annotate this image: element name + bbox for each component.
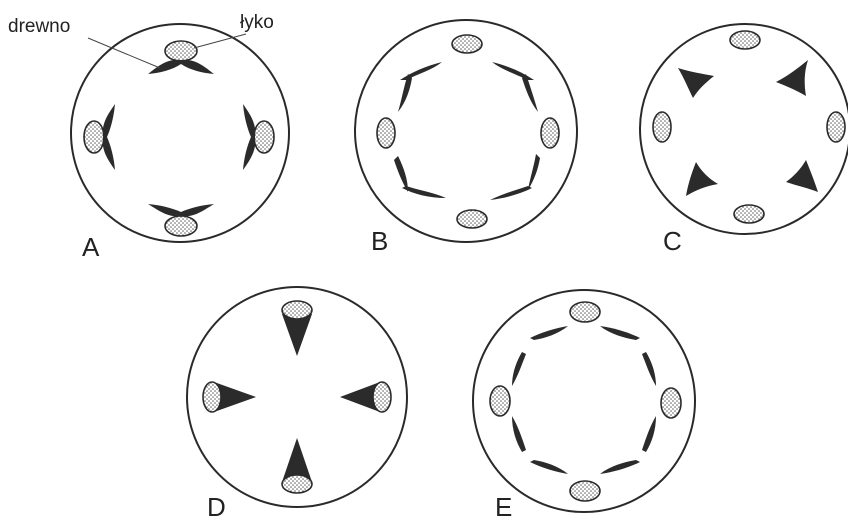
panel-d-label: D — [207, 492, 226, 517]
panel-c: C — [640, 24, 848, 256]
xylem-strand — [530, 460, 568, 474]
phloem-strand — [570, 302, 600, 322]
phloem-strand — [203, 382, 221, 412]
panel-a: drewno łyko A — [8, 12, 289, 262]
phloem-strand — [165, 41, 197, 61]
xylem-strand — [512, 352, 526, 386]
xylem-strand — [678, 68, 714, 98]
xylem-strand — [490, 186, 532, 200]
phloem-strand — [282, 475, 312, 493]
xylem-strand — [400, 62, 442, 80]
xylem-strand — [528, 154, 540, 190]
panel-e-label: E — [495, 492, 512, 517]
xylem-strand — [600, 460, 640, 474]
xylem-strand — [103, 104, 115, 170]
phloem-strand — [490, 386, 510, 416]
xylem-strand — [786, 160, 818, 192]
xylem-strand — [492, 62, 534, 80]
panel-d: D — [187, 287, 407, 517]
xylem-strand — [776, 60, 808, 96]
xylem-strand — [642, 352, 656, 386]
phloem-strand — [373, 382, 391, 412]
phloem-strand — [734, 205, 764, 223]
xylem-strand — [512, 416, 526, 452]
panel-c-label: C — [663, 226, 682, 256]
xylem-strand — [686, 162, 718, 196]
xylem-strand — [600, 326, 640, 340]
phloem-strand — [730, 31, 760, 49]
phloem-strand — [84, 121, 104, 153]
xylem-strand — [243, 104, 255, 170]
phloem-strand — [653, 112, 671, 142]
xylem-strand — [394, 156, 408, 192]
phloem-strand — [282, 301, 312, 319]
phloem-strand — [452, 35, 482, 53]
phloem-strand — [541, 118, 559, 148]
phloem-strand — [165, 216, 197, 236]
xylem-annotation: drewno — [8, 16, 70, 37]
phloem-strand — [254, 121, 274, 153]
panel-b: B — [355, 20, 577, 256]
phloem-annotation: łyko — [240, 12, 274, 33]
panel-a-label: A — [82, 232, 100, 262]
xylem-strand — [530, 326, 568, 340]
phloem-strand — [457, 210, 487, 228]
xylem-strand — [148, 204, 214, 216]
xylem-leader-line — [88, 38, 160, 68]
panel-e: E — [473, 290, 695, 517]
xylem-strand — [282, 314, 312, 356]
phloem-strand — [827, 112, 845, 142]
phloem-strand — [570, 481, 600, 501]
panel-b-label: B — [371, 226, 388, 256]
xylem-strand — [402, 186, 446, 198]
xylem-strand — [642, 416, 656, 452]
phloem-strand — [661, 388, 681, 418]
phloem-strand — [377, 118, 395, 148]
